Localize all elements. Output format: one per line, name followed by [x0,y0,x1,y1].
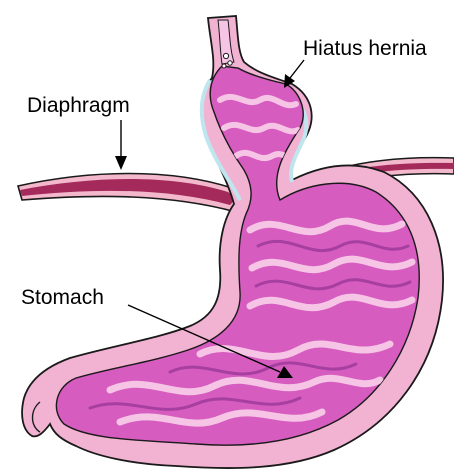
hiatus-hernia-pointer [284,60,304,88]
stomach-label: Stomach [21,287,104,308]
diaphragm-arrowhead [115,156,127,170]
hiatus-hernia-label: Hiatus hernia [303,38,427,59]
diaphragm-label: Diaphragm [27,95,130,116]
air-bubble [228,61,232,65]
diaphragm-left [18,174,242,213]
diaphragm-pointer [115,120,127,170]
hiatus-hernia-leader-line [290,60,304,78]
air-bubble [222,64,226,68]
air-bubble [223,53,228,58]
